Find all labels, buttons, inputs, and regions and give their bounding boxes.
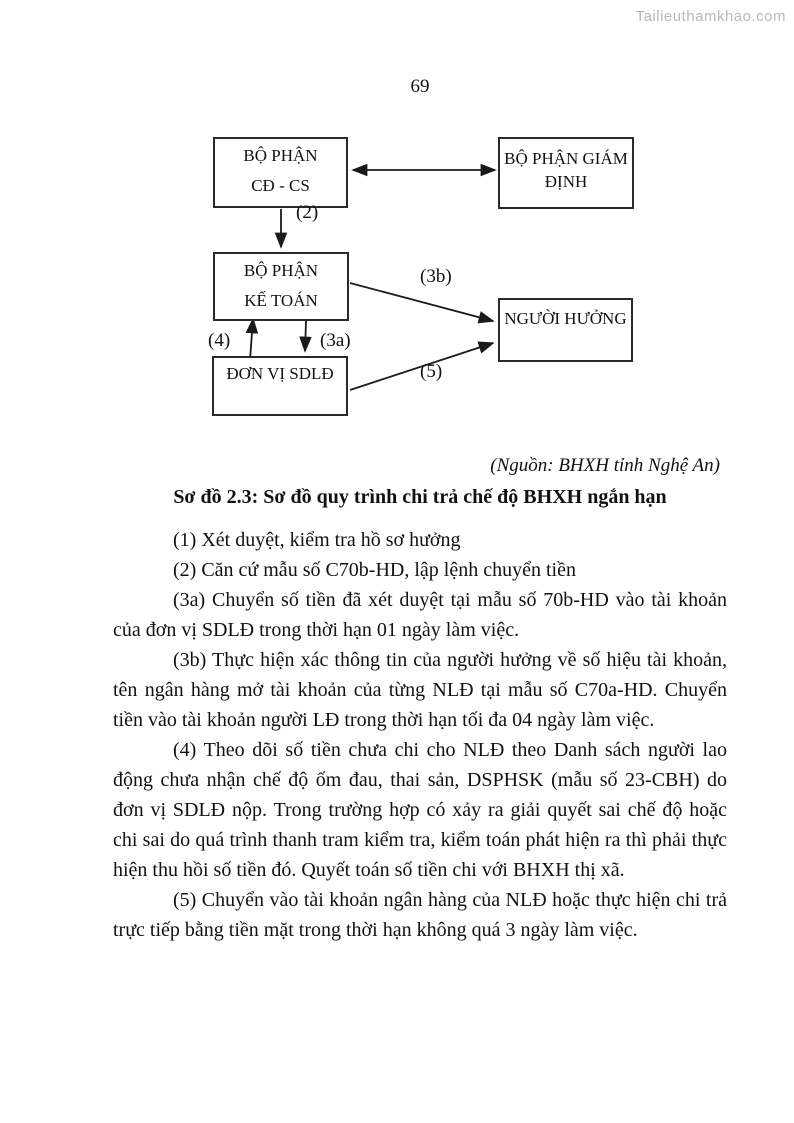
source-note: (Nguồn: BHXH tỉnh Nghệ An) bbox=[490, 455, 720, 476]
paragraph-step1: (1) Xét duyệt, kiểm tra hồ sơ hưởng bbox=[173, 529, 461, 551]
arrow-step3b bbox=[349, 282, 495, 324]
box-bo-phan-giam-dinh: BỘ PHẬN GIÁM ĐỊNH bbox=[498, 137, 634, 209]
box-label-line: ĐỊNH bbox=[544, 172, 588, 191]
paragraph-step5: (5) Chuyển vào tài khoản ngân hàng của N… bbox=[113, 889, 727, 941]
paragraph-step3b: (3b) Thực hiện xác thông tin của người h… bbox=[113, 649, 727, 731]
arrow-label-step3b: (3b) bbox=[420, 266, 452, 287]
arrow-step3a-down bbox=[299, 320, 312, 353]
box-label-line: BỘ PHẬN bbox=[243, 146, 318, 165]
arrow-step4-up bbox=[245, 317, 259, 361]
diagram-arrows bbox=[245, 163, 497, 391]
arrow-label-step4: (4) bbox=[208, 330, 231, 351]
site-watermark: Tailieuthamkhao.com bbox=[635, 8, 786, 25]
paragraph-step4: (4) Theo dõi số tiền chưa chi cho NLĐ th… bbox=[113, 739, 727, 881]
flow-diagram: BỘ PHẬN CĐ - CS BỘ PHẬN GIÁM ĐỊNH BỘ PHẬ… bbox=[0, 0, 794, 460]
paragraph-step3a: (3a) Chuyển số tiền đã xét duyệt tại mẫu… bbox=[113, 589, 727, 641]
box-bo-phan-cd-cs: BỘ PHẬN CĐ - CS bbox=[213, 137, 348, 208]
arrow-label-step2: (2) bbox=[296, 202, 319, 223]
arrow-label-step3a: (3a) bbox=[320, 330, 351, 351]
page-number: 69 bbox=[410, 76, 430, 97]
box-nguoi-huong: NGƯỜI HƯỞNG bbox=[498, 298, 633, 362]
paragraph-step2: (2) Căn cứ mẫu số C70b-HD, lập lệnh chuy… bbox=[173, 559, 576, 581]
box-label-line: CĐ - CS bbox=[251, 176, 310, 195]
box-label-line: BỘ PHẬN GIÁM bbox=[504, 149, 628, 168]
box-label-line: ĐƠN VỊ SDLĐ bbox=[226, 364, 334, 383]
box-don-vi-sdld: ĐƠN VỊ SDLĐ bbox=[212, 356, 348, 416]
body-text: (1) Xét duyệt, kiểm tra hồ sơ hưởng (2) … bbox=[113, 525, 727, 945]
box-bo-phan-ke-toan: BỘ PHẬN KẾ TOÁN bbox=[213, 252, 349, 321]
arrow-label-step5: (5) bbox=[420, 361, 443, 382]
box-label-line: NGƯỜI HƯỞNG bbox=[504, 309, 627, 328]
box-label-line: KẾ TOÁN bbox=[244, 291, 318, 310]
box-label-line: BỘ PHẬN bbox=[243, 261, 319, 280]
figure-title: Sơ đồ 2.3: Sơ đồ quy trình chi trả chế đ… bbox=[173, 486, 667, 508]
